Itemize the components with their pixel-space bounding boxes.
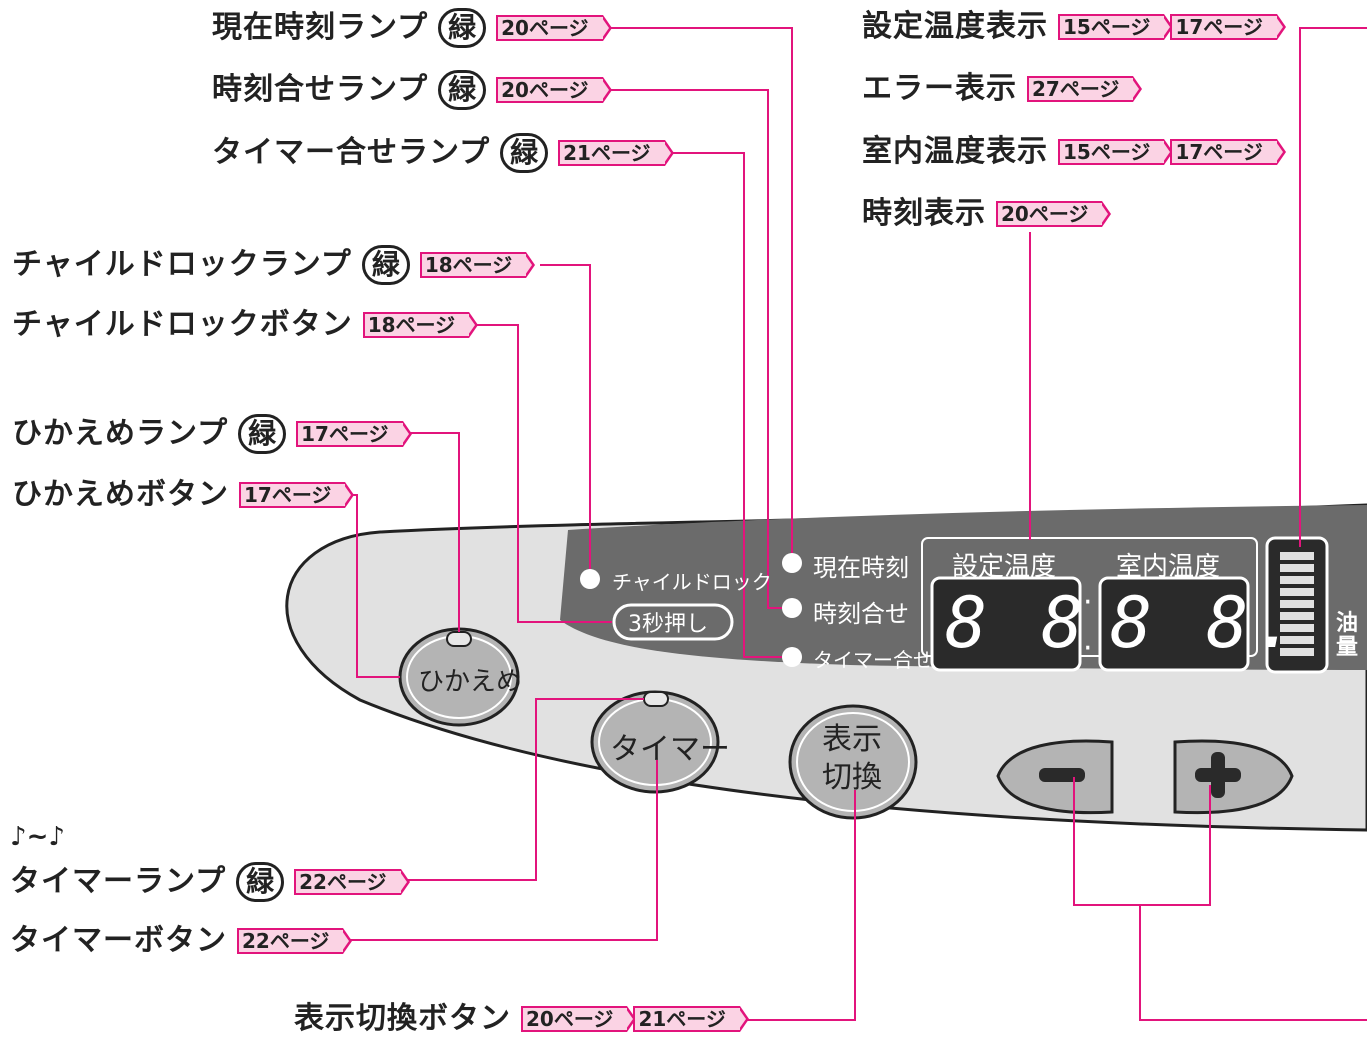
page-ref: 18ページ bbox=[362, 312, 479, 338]
page-ref: 20ページ bbox=[996, 201, 1112, 227]
timer-button[interactable]: タイマー bbox=[610, 732, 730, 767]
three-sec-pill bbox=[612, 603, 734, 641]
label-genzai-lamp: 現在時刻ランプ 緑 20ページ bbox=[212, 8, 613, 48]
label-hikaeme-lamp: ひかえめランプ 緑 17ページ bbox=[12, 414, 413, 454]
set-temp-panel-text: 設定温度 bbox=[952, 552, 1057, 582]
hikaeme-button[interactable]: ひかえめ bbox=[418, 667, 523, 697]
child-lock-lamp bbox=[580, 569, 600, 589]
timer-set-lamp bbox=[782, 647, 802, 667]
label-timer-set-lamp: タイマー合せランプ 緑 21ページ bbox=[212, 133, 675, 173]
display-switch-button-shape bbox=[788, 704, 918, 820]
display-right-window bbox=[1098, 576, 1250, 672]
display-frame bbox=[921, 537, 1258, 657]
minus-button[interactable]: − bbox=[1000, 740, 1001, 741]
page-ref: 21ページ bbox=[558, 140, 675, 166]
oil-gauge-bars bbox=[1280, 552, 1314, 656]
melody-icon: ♪~♪ bbox=[10, 822, 65, 852]
room-temp-digits: 8 8. bbox=[1110, 582, 1303, 664]
plus-button[interactable]: + bbox=[1180, 740, 1181, 741]
colon-top: · bbox=[1083, 585, 1093, 620]
set-temp-digits: 8 8 bbox=[945, 582, 1090, 664]
page-ref: 17ページ bbox=[296, 421, 413, 447]
label-timer-button: タイマーボタン 22ページ bbox=[10, 922, 353, 960]
child-lock-panel-text: チャイルドロック bbox=[612, 570, 772, 594]
room-temp-panel-text: 室内温度 bbox=[1116, 552, 1221, 582]
page-ref: 22ページ bbox=[237, 928, 353, 954]
jikoku-panel-text: 時刻合せ bbox=[813, 600, 909, 628]
oil-label-1: 油 bbox=[1336, 611, 1359, 636]
page-ref: 22ページ bbox=[294, 869, 411, 895]
display-switch-label-2[interactable]: 切換 bbox=[822, 760, 882, 795]
display-switch-label-1[interactable]: 表示 bbox=[822, 722, 882, 757]
label-child-button: チャイルドロックボタン 18ページ bbox=[12, 306, 479, 344]
green-mark: 緑 bbox=[438, 8, 487, 48]
timer-awase-panel-text: タイマー合せ bbox=[813, 648, 933, 672]
three-sec-text: 3秒押し bbox=[628, 612, 708, 637]
genzai-panel-text: 現在時刻 bbox=[813, 554, 909, 582]
jikoku-lamp bbox=[782, 598, 802, 618]
label-jikoku-lamp: 時刻合せランプ 緑 20ページ bbox=[212, 70, 613, 110]
label-time-display: 時刻表示 20ページ bbox=[862, 195, 1112, 233]
label-timer-lamp: タイマーランプ 緑 22ページ bbox=[10, 862, 411, 902]
green-mark: 緑 bbox=[361, 245, 410, 285]
green-mark: 緑 bbox=[236, 862, 285, 902]
hikaeme-lamp bbox=[446, 631, 472, 647]
page-ref: 27ページ bbox=[1027, 76, 1143, 102]
colon-bottom: · bbox=[1083, 631, 1093, 666]
label-child-lamp: チャイルドロックランプ 緑 18ページ bbox=[12, 245, 536, 285]
display-left-window bbox=[930, 576, 1082, 672]
page-ref: 17ページ bbox=[239, 482, 355, 508]
timer-lamp bbox=[643, 691, 669, 707]
page-ref: 20ページ bbox=[496, 15, 613, 41]
label-hikaeme-button: ひかえめボタン 17ページ bbox=[12, 476, 355, 514]
label-error-display: エラー表示 27ページ bbox=[862, 70, 1143, 108]
oil-label-2: 量 bbox=[1336, 635, 1359, 660]
genzai-lamp bbox=[782, 553, 802, 573]
leader-lines bbox=[330, 27, 1367, 1021]
green-mark: 緑 bbox=[500, 133, 549, 173]
page-ref: 20ページ bbox=[496, 77, 613, 103]
page-ref: 18ページ bbox=[419, 252, 536, 278]
green-mark: 緑 bbox=[238, 414, 287, 454]
green-mark: 緑 bbox=[438, 70, 487, 110]
